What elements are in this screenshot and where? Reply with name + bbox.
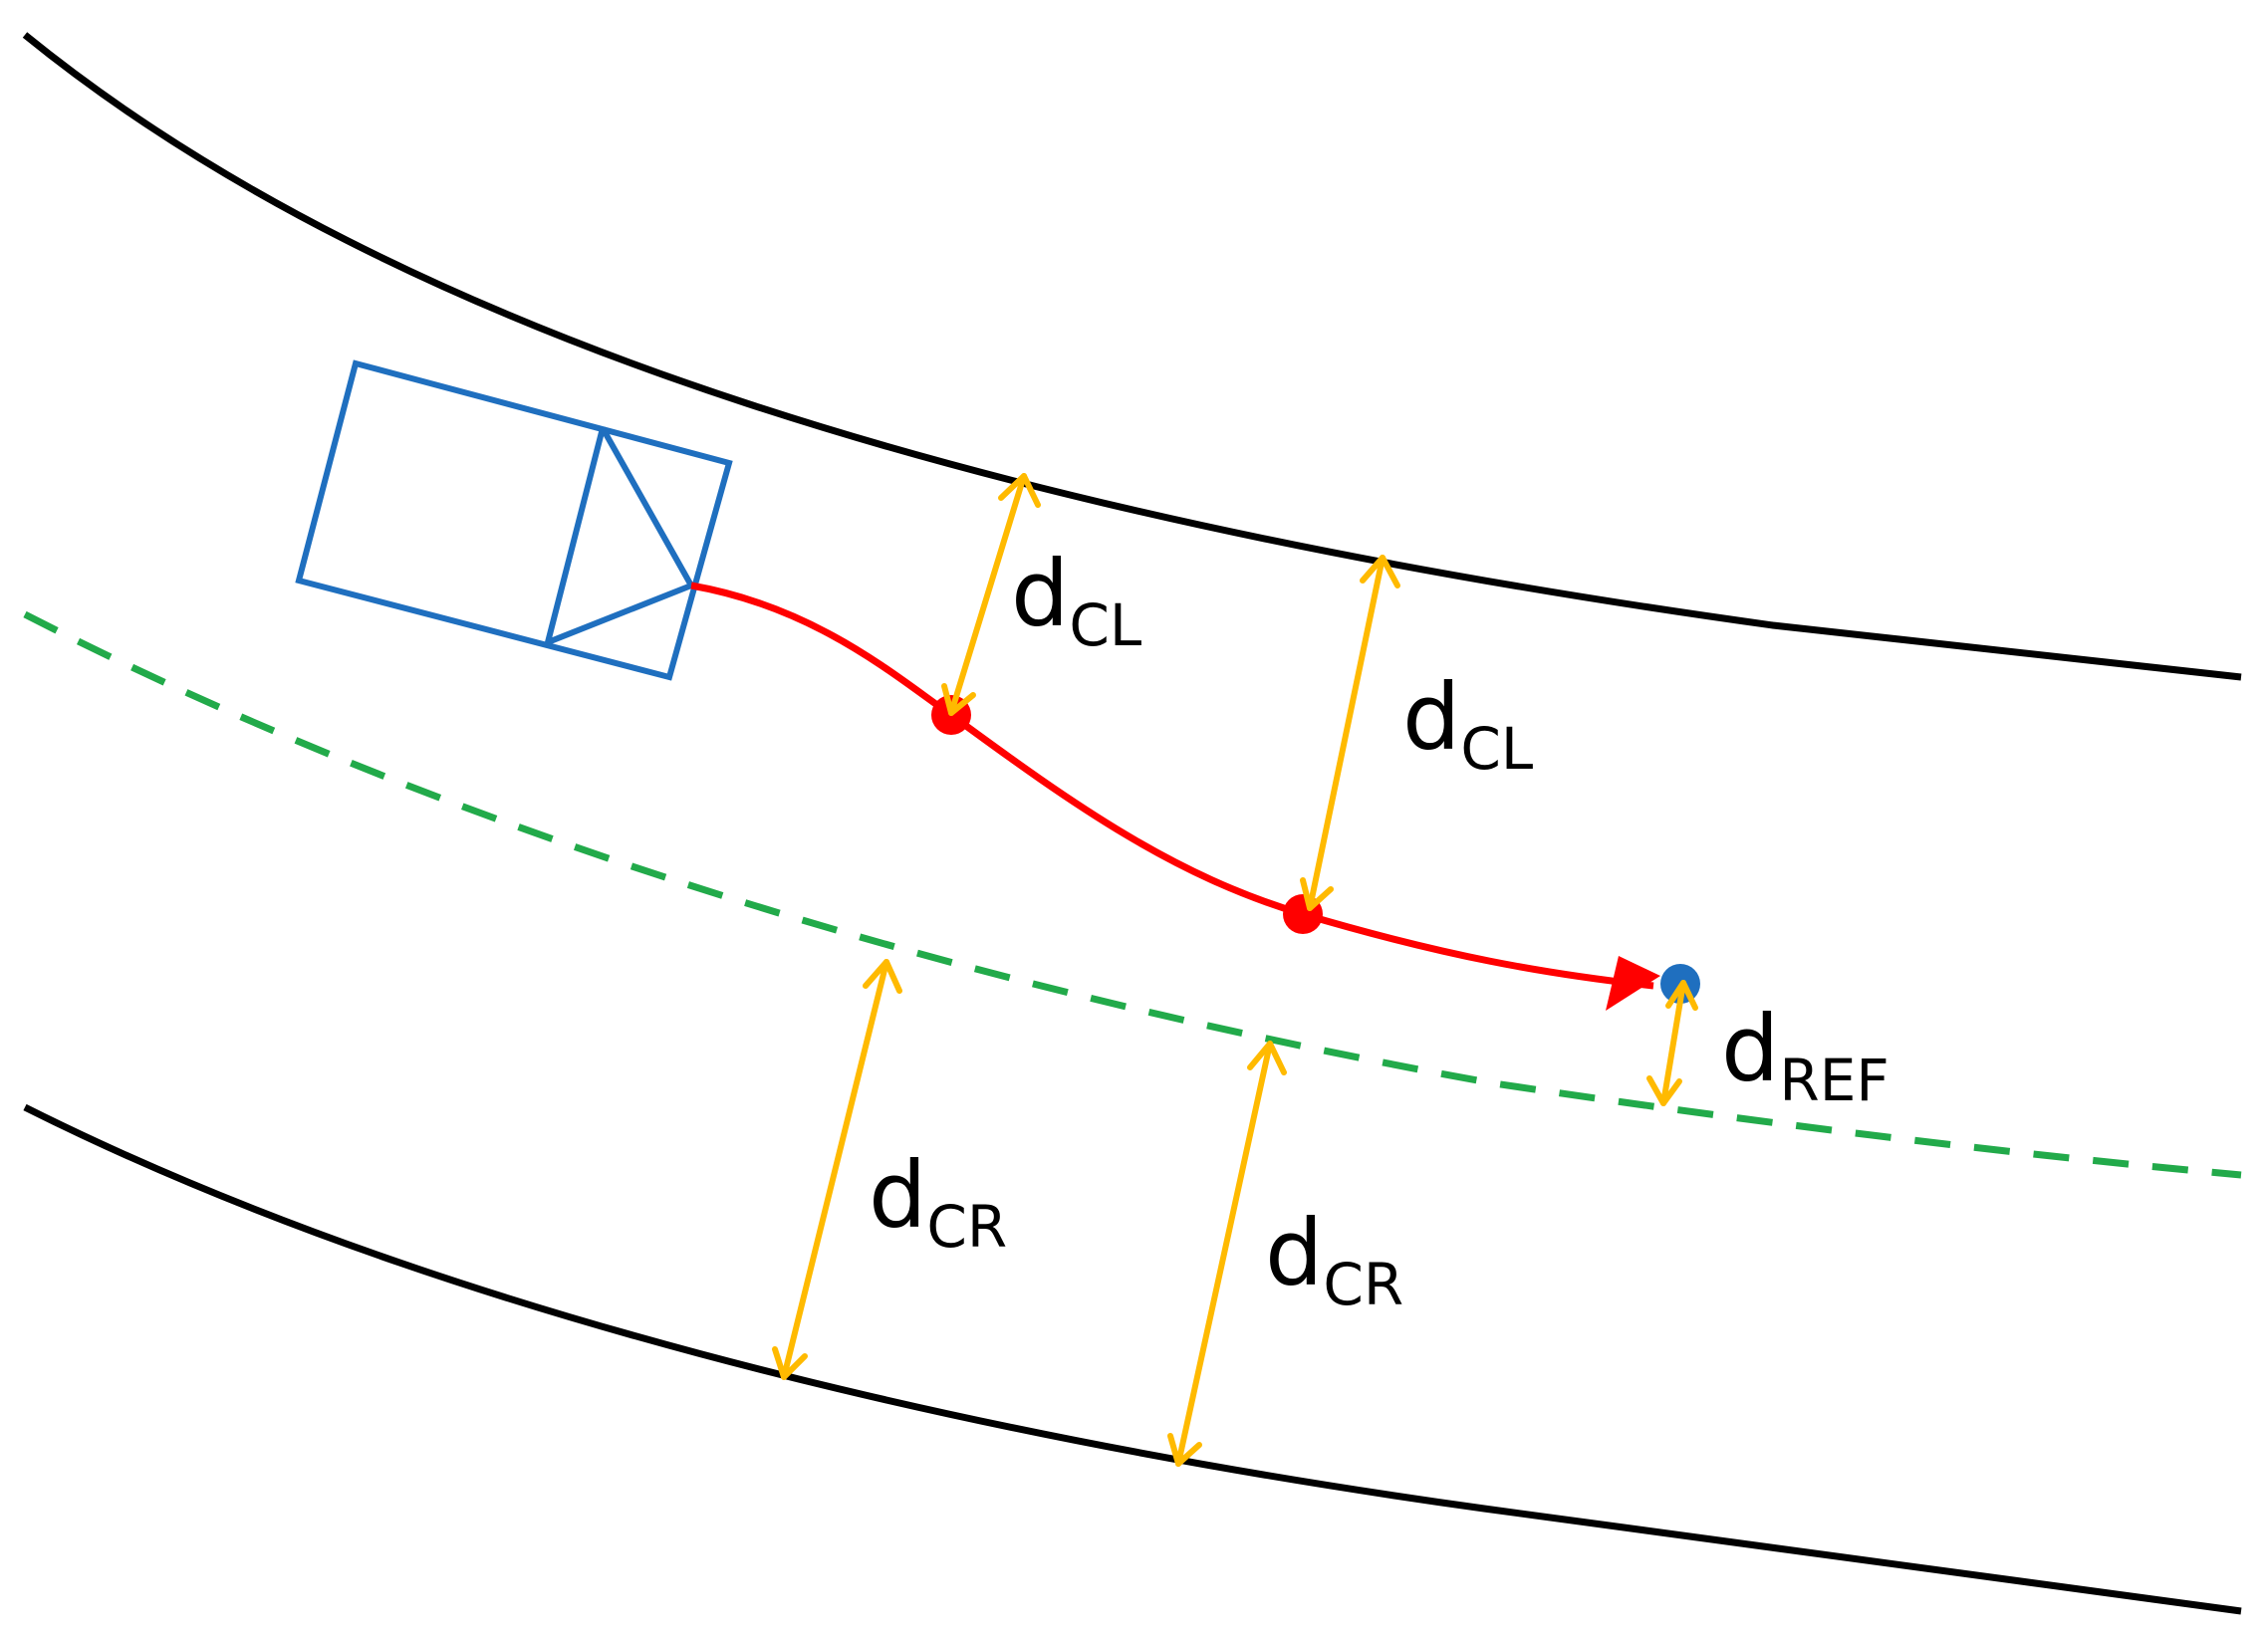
reference-path <box>23 610 2242 1179</box>
vehicle-front-triangle <box>543 426 696 647</box>
label-d-cr-1: dCR <box>869 1142 1007 1261</box>
road-edge-left <box>22 32 2242 681</box>
planned-path <box>690 582 1654 990</box>
d-cl-arrow-1 <box>941 473 1041 716</box>
d-cl-arrow-2 <box>1300 555 1400 911</box>
label-d-cl-1: dCL <box>1011 541 1141 659</box>
label-d-ref: dREF <box>1721 996 1890 1114</box>
planned-path-arrowhead <box>1606 956 1660 1011</box>
d-cr-arrow-2 <box>1167 1041 1287 1467</box>
vehicle <box>295 359 733 681</box>
distance-arrows <box>772 473 1698 1467</box>
label-d-cr-2: dCR <box>1265 1200 1403 1318</box>
d-ref-arrow <box>1646 980 1698 1106</box>
road-edge-right <box>23 1103 2242 1615</box>
vehicle-body <box>295 359 733 681</box>
d-cr-arrow-1 <box>772 959 902 1380</box>
label-d-cl-2: dCL <box>1402 664 1533 783</box>
